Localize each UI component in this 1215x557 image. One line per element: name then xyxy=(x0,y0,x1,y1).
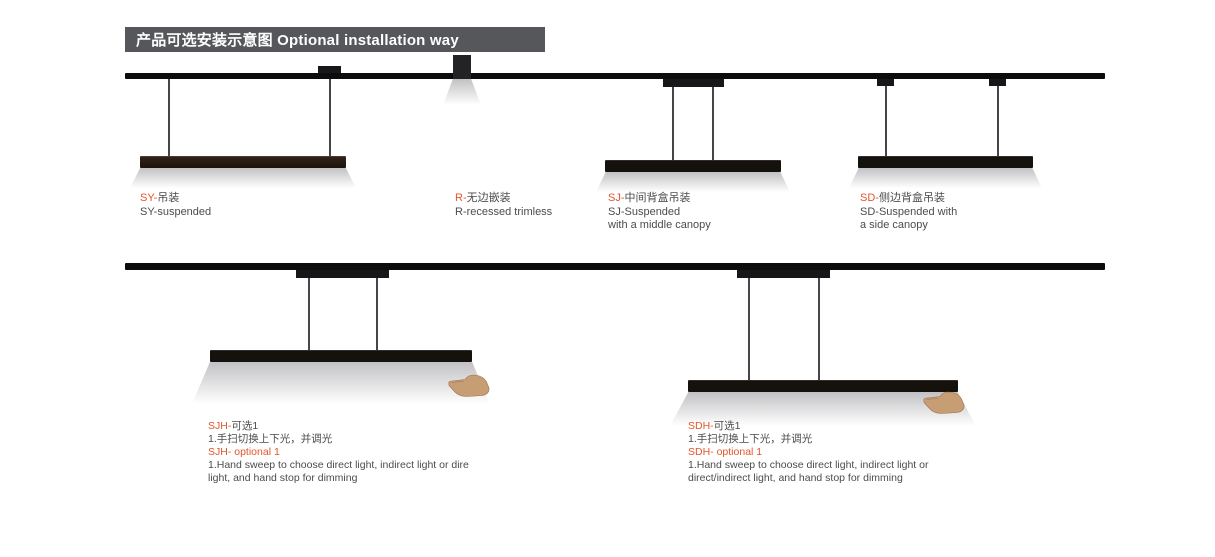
sdh-wire-right xyxy=(818,278,820,380)
sdh-label-cn: SDH-可选1 xyxy=(688,420,928,433)
r-recessed-housing xyxy=(453,55,471,79)
section-header-bar: 产品可选安装示意图 Optional installation way xyxy=(125,27,545,52)
r-label-cn: R-无边嵌装 xyxy=(455,192,552,206)
sdh-name-cn: 可选1 xyxy=(713,420,741,432)
sdh-label: SDH-可选1 1.手扫切换上下光，并调光 SDH- optional 1 1.… xyxy=(688,420,928,485)
sjh-optional-en: SJH- optional 1 xyxy=(208,446,280,458)
sy-label-en: SY-suspended xyxy=(140,205,212,218)
sdh-light-glow xyxy=(670,392,976,426)
sjh-desc-en1: 1.Hand sweep to choose direct light, ind… xyxy=(208,459,469,471)
sjh-canopy xyxy=(296,270,389,278)
sdh-line-cn2: 1.手扫切换上下光，并调光 xyxy=(688,433,813,445)
sy-light-fixture xyxy=(140,156,346,168)
sdh-light-fixture xyxy=(688,380,958,392)
ceiling-rail-bottom xyxy=(125,263,1105,270)
r-code: R- xyxy=(455,192,467,204)
sd-label-en2: a side canopy xyxy=(860,219,928,231)
sdh-wire-left xyxy=(748,278,750,380)
sj-label-cn: SJ-中间背盒吊装 xyxy=(608,192,711,206)
r-light-glow xyxy=(443,79,481,105)
sd-wire-right xyxy=(997,86,999,156)
sjh-label-cn: SJH-可选1 xyxy=(208,420,469,433)
r-label-en: R-recessed trimless xyxy=(455,205,553,218)
sjh-line-cn2: 1.手扫切换上下光，并调光 xyxy=(208,433,333,445)
sj-label: SJ-中间背盒吊装 SJ-Suspended with a middle can… xyxy=(608,192,711,233)
sj-name-cn: 中间背盒吊装 xyxy=(624,192,691,204)
sjh-wire-right xyxy=(376,278,378,350)
hand-sweep-icon xyxy=(448,374,490,397)
sj-middle-canopy xyxy=(663,79,724,87)
sd-label-cn: SD-侧边背盒吊装 xyxy=(860,192,957,206)
r-name-cn: 无边嵌装 xyxy=(466,192,511,204)
sjh-code: SJH- xyxy=(208,420,232,432)
sd-code: SD- xyxy=(860,192,879,204)
sjh-light-glow xyxy=(192,362,490,404)
sdh-desc-en2: direct/indirect light, and hand stop for… xyxy=(688,472,903,484)
sd-side-canopy-left xyxy=(877,79,894,86)
sj-wire-right xyxy=(712,87,714,160)
sjh-wire-left xyxy=(308,278,310,350)
sdh-desc-en1: 1.Hand sweep to choose direct light, ind… xyxy=(688,459,929,471)
sd-wire-left xyxy=(885,86,887,156)
sjh-label: SJH-可选1 1.手扫切换上下光，并调光 SJH- optional 1 1.… xyxy=(208,420,469,485)
sy-label: SY-吊装 SY-suspended xyxy=(140,192,211,219)
sd-side-canopy-right xyxy=(989,79,1006,86)
sdh-code: SDH- xyxy=(688,420,714,432)
sd-light-fixture xyxy=(858,156,1033,168)
sjh-desc-en2: light, and hand stop for dimming xyxy=(208,472,358,484)
sdh-optional-en: SDH- optional 1 xyxy=(688,446,763,458)
sd-light-glow xyxy=(849,168,1042,188)
sj-wire-left xyxy=(672,87,674,160)
section-title: 产品可选安装示意图 Optional installation way xyxy=(136,32,459,49)
sjh-name-cn: 可选1 xyxy=(231,420,259,432)
sj-code: SJ- xyxy=(608,192,625,204)
sy-code: SY- xyxy=(140,192,158,204)
sd-label: SD-侧边背盒吊装 SD-Suspended with a side canop… xyxy=(860,192,957,233)
sy-wire-right xyxy=(329,79,331,157)
sj-label-en2: with a middle canopy xyxy=(608,219,711,231)
sy-name-cn: 吊装 xyxy=(157,192,180,204)
sj-light-fixture xyxy=(605,160,781,172)
r-label: R-无边嵌装 R-recessed trimless xyxy=(455,192,552,219)
sy-wire-left xyxy=(168,79,170,157)
hand-sweep-icon xyxy=(923,391,965,414)
ceiling-rail-top xyxy=(125,73,1105,79)
sdh-canopy xyxy=(737,270,830,278)
sy-surface-box xyxy=(318,66,341,73)
sj-label-en1: SJ-Suspended xyxy=(608,205,681,218)
sy-light-glow xyxy=(130,168,356,188)
sjh-light-fixture xyxy=(210,350,472,362)
sj-light-glow xyxy=(596,172,790,192)
sd-label-en1: SD-Suspended with xyxy=(860,205,958,218)
sd-name-cn: 侧边背盒吊装 xyxy=(878,192,945,204)
sy-label-cn: SY-吊装 xyxy=(140,192,211,206)
